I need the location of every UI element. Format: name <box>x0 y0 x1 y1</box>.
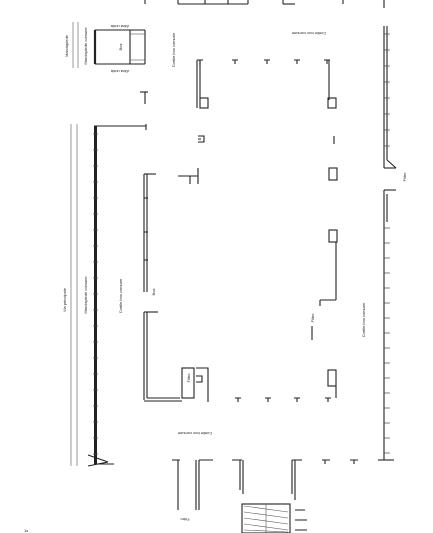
cortile-top-label: Cortile box comune <box>171 32 176 67</box>
via-principal-label: Via principale <box>62 287 67 312</box>
courtyard-pillar <box>198 135 205 143</box>
courtyard-wall <box>178 168 199 184</box>
courtyard-pillar <box>199 97 209 109</box>
pillar-row-bottom <box>235 397 331 402</box>
filtro-left-label: Filtro <box>186 373 191 383</box>
courtyard <box>143 59 338 402</box>
street-line <box>87 454 109 463</box>
garage-wall <box>295 509 307 531</box>
right-ticks <box>384 33 390 454</box>
garage-wall <box>172 459 180 510</box>
cortile-top-right-label: Cortile box comune <box>291 31 326 36</box>
garage-wall <box>291 459 302 500</box>
box-top-label: Box <box>118 44 123 51</box>
street <box>70 124 109 467</box>
filtro-right-label: Filtro <box>402 172 407 182</box>
courtyard-pillar <box>328 167 338 181</box>
altra-unita-bottom-label: Altra unità <box>110 69 129 74</box>
filtro-room <box>181 367 195 399</box>
top-annex <box>72 0 148 104</box>
marciapiede-comune-top-label: Marciapiede comune <box>83 27 88 65</box>
filtro-bottom-label: Filtro <box>180 517 190 522</box>
altra-unita-top-label: Altra unità <box>110 24 129 29</box>
cortile-left-label: Cortile box comune <box>118 278 123 313</box>
courtyard-pillar <box>327 369 337 387</box>
marciapiede-top-label: Marciapiede <box>64 34 69 57</box>
marciapiede-comune-label: Marciapiede comune <box>83 276 88 314</box>
courtyard-pillar <box>327 97 337 109</box>
perimeter-wall <box>94 126 97 464</box>
courtyard-wall <box>144 197 148 261</box>
corner-mark: 1s <box>24 528 28 533</box>
box-left-label: Box <box>151 289 156 296</box>
garage-wall <box>195 459 213 510</box>
garage-wall <box>232 459 244 494</box>
filtro-mid-label: Filtro <box>310 313 315 323</box>
perimeter-wall <box>386 159 397 169</box>
labels: Via principale Marciapiede Marciapiede c… <box>24 24 407 533</box>
cortile-right-label: Cortile box comune <box>361 302 366 337</box>
courtyard-wall <box>319 299 336 306</box>
garage-wall <box>322 459 358 464</box>
courtyard-pillar <box>328 229 338 243</box>
filtro-room <box>196 367 209 398</box>
pillar-row-top <box>197 59 330 66</box>
fence-ticks <box>93 133 98 455</box>
building-walls <box>93 0 397 465</box>
bottom-garages <box>172 459 394 533</box>
cortile-bottom-label: Cortile box comune <box>177 431 212 436</box>
